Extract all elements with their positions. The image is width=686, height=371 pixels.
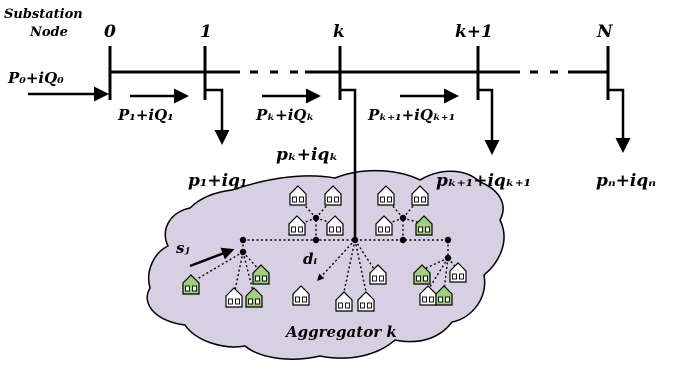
sj-label: sⱼ xyxy=(176,239,189,257)
load-k-drop xyxy=(340,88,357,142)
Pk1-label: Pₖ₊₁+iQₖ₊₁ xyxy=(367,106,455,124)
node-label-1: 1 xyxy=(200,22,212,42)
node-label-k1: k+1 xyxy=(455,22,493,42)
Pk-label: Pₖ+iQₖ xyxy=(255,106,314,124)
di-arrow xyxy=(317,239,356,282)
substation-label-2: Node xyxy=(29,25,68,40)
node-label-N: N xyxy=(596,22,614,42)
load-1-arrow xyxy=(205,88,230,145)
node-label-k: k xyxy=(333,22,345,42)
di-label: dᵢ xyxy=(303,250,317,268)
node-label-0: 0 xyxy=(104,22,116,42)
load-N-arrow xyxy=(608,88,631,153)
p1-label: p₁+iq₁ xyxy=(188,171,247,191)
aggregator-cloud xyxy=(146,169,505,360)
sj-arrow xyxy=(189,247,235,268)
substation-label-1: Substation xyxy=(4,7,83,22)
P1-label: P₁+iQ₁ xyxy=(117,106,174,124)
load-k1-arrow xyxy=(478,88,500,155)
pk1-label: pₖ₊₁+iqₖ₊₁ xyxy=(436,171,531,191)
P0-label: P₀+iQ₀ xyxy=(7,69,64,87)
pk-label: pₖ+iqₖ xyxy=(276,145,338,165)
aggregator-label: Aggregator k xyxy=(284,323,397,341)
junction-dots xyxy=(239,214,452,262)
pn-label: pₙ+iqₙ xyxy=(596,171,656,191)
